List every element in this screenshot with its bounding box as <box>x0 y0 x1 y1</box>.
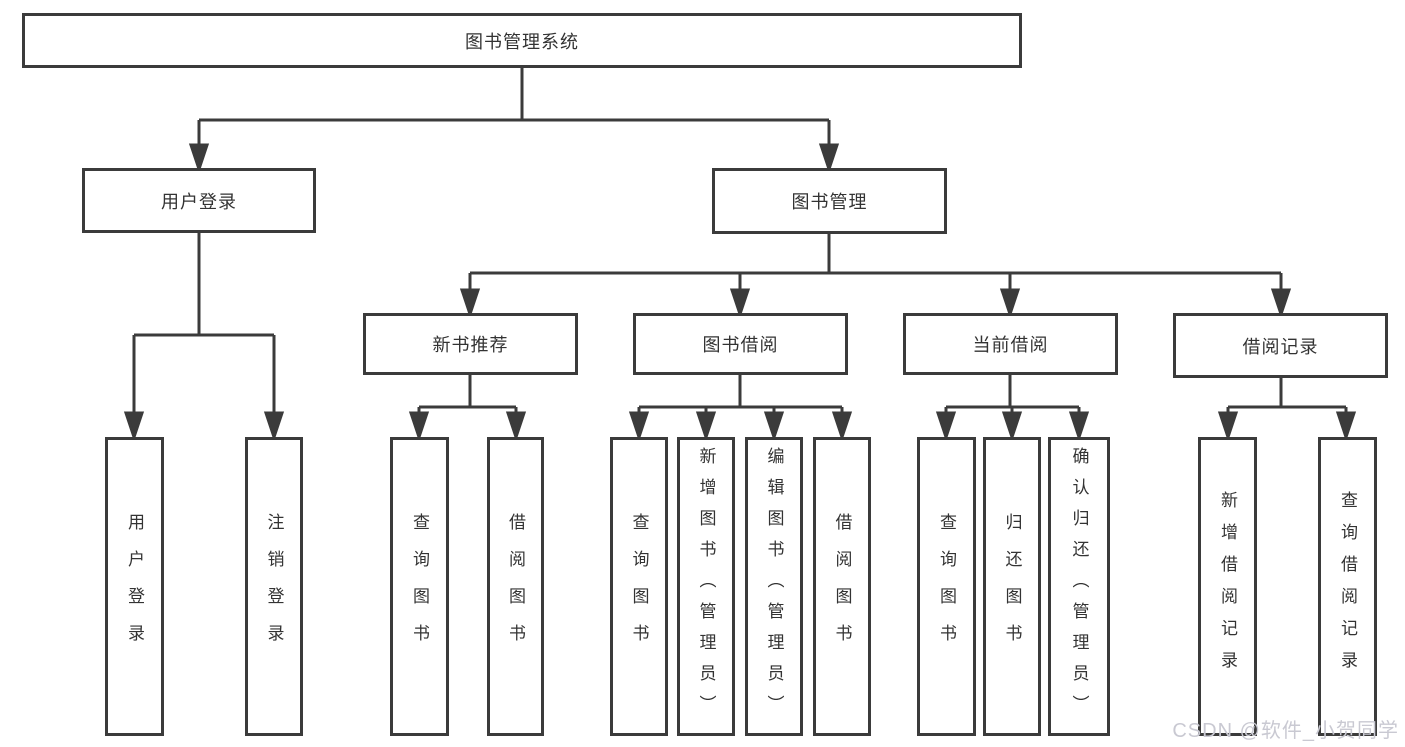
watermark: CSDN @软件_小贺同学 <box>1172 720 1399 742</box>
leaf-label: 注销登录 <box>264 512 284 661</box>
leaf-query-books-3: 查询图书 <box>917 437 976 736</box>
arrowhead <box>1335 411 1357 442</box>
leaf-return-books: 归还图书 <box>983 437 1041 736</box>
leaf-label: 查询图书 <box>629 512 649 661</box>
node-current-borrow: 当前借阅 <box>903 313 1118 375</box>
arrowhead <box>123 411 145 442</box>
leaf-label: 借阅图书 <box>506 512 525 661</box>
arrowhead <box>628 411 650 442</box>
leaf-logout: 注销登录 <box>245 437 303 736</box>
node-user-login: 用户登录 <box>82 168 316 233</box>
arrowhead <box>831 411 853 442</box>
leaf-query-books-1: 查询图书 <box>390 437 449 736</box>
leaf-edit-books-admin: 编辑图书（管理员） <box>745 437 803 736</box>
arrowhead <box>729 288 751 319</box>
node-label: 图书管理系统 <box>465 31 579 52</box>
leaf-add-borrow-record: 新增借阅记录 <box>1198 437 1257 736</box>
leaf-label: 确认归还（管理员） <box>1069 447 1089 726</box>
leaf-label: 新增图书（管理员） <box>696 447 716 726</box>
leaf-borrow-books-2: 借阅图书 <box>813 437 871 736</box>
node-label: 当前借阅 <box>972 335 1049 355</box>
leaf-label: 用户登录 <box>125 512 144 661</box>
arrowhead <box>763 411 785 442</box>
arrowhead <box>188 143 210 174</box>
arrowhead <box>695 411 717 442</box>
leaf-label: 查询借阅记录 <box>1338 490 1357 683</box>
arrowhead <box>459 288 481 319</box>
connector-group <box>123 68 1357 442</box>
arrowhead <box>1270 288 1292 319</box>
node-book-management: 图书管理 <box>712 168 947 234</box>
node-label: 新书推荐 <box>432 335 509 355</box>
arrowhead <box>505 411 527 442</box>
leaf-label: 查询图书 <box>410 512 429 661</box>
node-borrow-records: 借阅记录 <box>1173 313 1388 378</box>
arrowhead <box>818 143 840 174</box>
node-label: 图书借阅 <box>702 335 779 355</box>
leaf-confirm-return-admin: 确认归还（管理员） <box>1048 437 1110 736</box>
leaf-borrow-books-1: 借阅图书 <box>487 437 544 736</box>
node-book-borrow: 图书借阅 <box>633 313 848 375</box>
leaf-user-login: 用户登录 <box>105 437 164 736</box>
leaf-query-borrow-record: 查询借阅记录 <box>1318 437 1377 736</box>
leaf-label: 编辑图书（管理员） <box>764 447 784 726</box>
node-new-book-recommend: 新书推荐 <box>363 313 578 375</box>
node-label: 借阅记录 <box>1242 336 1319 357</box>
leaf-add-books-admin: 新增图书（管理员） <box>677 437 735 736</box>
arrowhead <box>263 411 285 442</box>
leaf-label: 归还图书 <box>1002 512 1022 661</box>
arrowhead <box>1217 411 1239 442</box>
leaf-label: 查询图书 <box>937 512 956 661</box>
arrowhead <box>935 411 957 442</box>
arrowhead <box>1068 411 1090 442</box>
node-label: 用户登录 <box>161 191 237 212</box>
leaf-query-books-2: 查询图书 <box>610 437 668 736</box>
node-library-management-system: 图书管理系统 <box>22 13 1022 68</box>
leaf-label: 借阅图书 <box>832 512 852 661</box>
arrowhead <box>1001 411 1023 442</box>
arrowhead <box>999 288 1021 319</box>
node-label: 图书管理 <box>791 192 868 212</box>
arrowhead <box>408 411 430 442</box>
leaf-label: 新增借阅记录 <box>1218 490 1237 683</box>
